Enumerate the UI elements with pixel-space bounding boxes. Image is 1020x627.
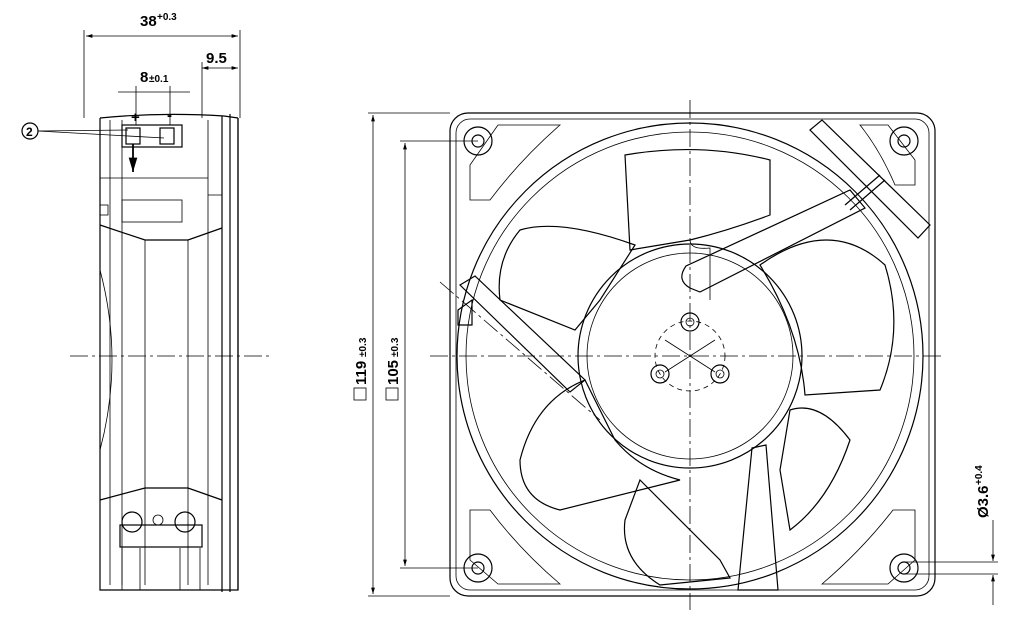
dim-9-5-value: 9.5 [206,50,227,67]
dim-8-value: 8 [140,69,148,86]
front-view: 119 ±0.3 105 ±0.3 Ø3.6 +0.4 [353,100,998,610]
dim-38-tolerance: +0.3 [157,12,177,23]
bottom-boss-block [119,524,203,548]
callout-leader-1 [37,129,129,132]
dim-hole-tolerance: +0.4 [974,465,985,485]
side-view-frame [99,118,239,591]
blade-2 [498,225,636,331]
strut-centerline [439,281,601,421]
corner-pocket-tl [469,124,562,201]
dim-119-value: 119 [353,361,370,385]
dim-105-label: 105 ±0.3 [385,337,402,401]
side-view: 38 +0.3 9.5 8 ±0.1 + - 2 [21,12,270,592]
bottom-boss-center [152,514,164,526]
strut-left-foot [457,298,473,326]
terminal-minus [159,127,175,145]
side-connector-box [121,199,183,223]
fan-outer-frame [449,112,936,597]
dim-hole-value: Ø3.6 [975,485,992,518]
side-view-upper-shoulder [99,224,223,241]
bottom-boss-left [121,511,143,533]
corner-pocket-bl [469,509,562,585]
blade-5 [623,478,731,586]
blade-4 [519,379,681,511]
callout-number: 2 [26,125,33,139]
dim-105-value: 105 [385,360,402,385]
mounting-hole-br [889,553,919,583]
dim-105-tolerance: ±0.3 [390,337,401,357]
lead-wire-channel [809,119,931,239]
dim-38-value: 38 [140,13,157,30]
side-view-inner-lines [109,120,209,585]
callout-leader-2 [37,130,165,139]
corner-pocket-br [820,509,916,585]
strut-left [459,275,586,393]
dim-8-tolerance: ±0.1 [149,74,169,85]
strut-bottom [737,444,779,591]
side-detail-lines [100,177,222,196]
side-view-hub-bulge [99,269,113,451]
hub-screw-left [650,364,670,384]
hub-screw-right [710,364,730,384]
side-view-flange [221,114,239,592]
hub-cutout [689,239,711,300]
dim-119-tolerance: ±0.3 [358,337,369,357]
fan-inner-frame [455,118,930,591]
side-small-tab [99,204,109,216]
bottom-boss-right [174,511,196,533]
corner-pocket-tr [859,124,916,186]
bottom-boss-lines [121,548,201,590]
blade-6 [779,407,851,532]
blade-3 [759,239,895,396]
dim-119-label: 119 ±0.3 [353,337,370,401]
mounting-hole-tr [889,126,919,156]
dim-hole-label: Ø3.6 +0.4 [974,465,992,518]
side-view-lower-shoulder [99,487,223,501]
side-view-top-edge [99,113,239,119]
blade-1 [624,148,771,251]
terminal-minus-label: - [167,107,172,124]
lead-wire-clamp [844,174,886,211]
terminal-plus-label: + [131,109,140,126]
